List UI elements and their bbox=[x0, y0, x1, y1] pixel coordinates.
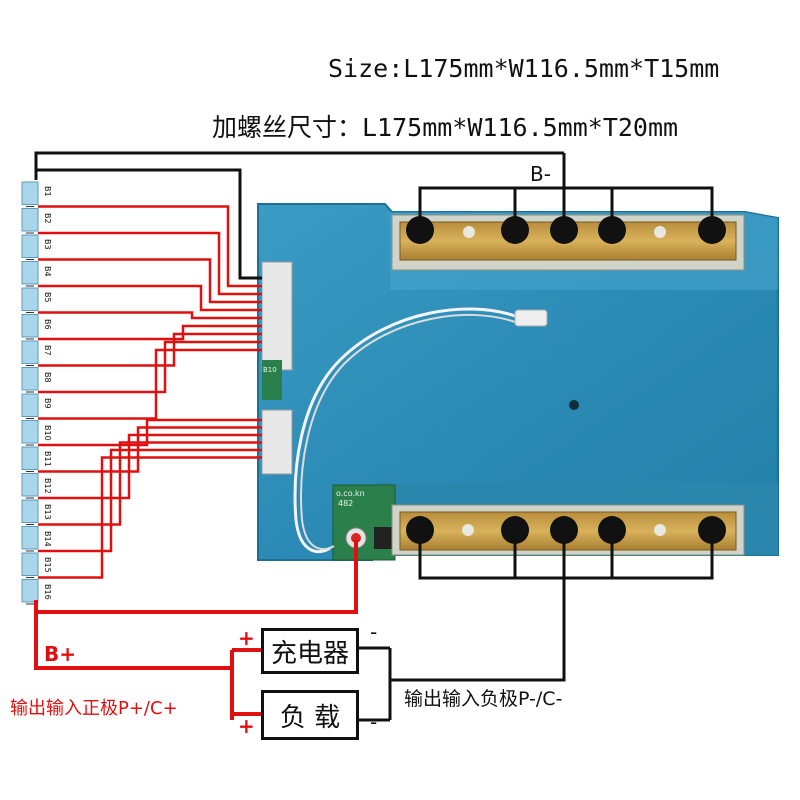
cell-label: B6 bbox=[43, 318, 52, 330]
cell-label: B14 bbox=[43, 530, 52, 547]
balance-wires bbox=[38, 205, 262, 579]
p-minus-wiring bbox=[356, 530, 714, 722]
balance-wire bbox=[38, 433, 262, 500]
size-dimension-text: Size:L175mm*W116.5mm*T15mm bbox=[328, 54, 720, 83]
balance-wire bbox=[38, 205, 262, 288]
battery-cell bbox=[21, 579, 39, 603]
b-minus-label: B- bbox=[530, 162, 551, 186]
load-box: 负 载 bbox=[261, 690, 359, 740]
connector-b10-text: B10 bbox=[263, 366, 277, 374]
cell-label: B10 bbox=[43, 424, 52, 441]
battery-cell bbox=[21, 234, 39, 258]
balance-wire bbox=[38, 258, 262, 304]
thermistor-probe bbox=[514, 309, 548, 327]
battery-cell-stack bbox=[21, 181, 39, 605]
charger-minus-sign: - bbox=[370, 620, 378, 644]
cell-label: B1 bbox=[43, 186, 52, 197]
balance-wire bbox=[38, 441, 262, 526]
positive-io-label: 输出输入正极P+/C+ bbox=[10, 698, 178, 719]
b-plus-label: B+ bbox=[44, 642, 77, 666]
battery-cell bbox=[21, 181, 39, 205]
positive-wiring bbox=[34, 540, 358, 720]
balance-wire bbox=[38, 418, 262, 447]
balance-connector-bottom bbox=[261, 409, 293, 475]
cell-label: B8 bbox=[43, 371, 52, 383]
battery-cell bbox=[21, 261, 39, 285]
balance-wire bbox=[38, 231, 262, 296]
cell-label: B15 bbox=[43, 557, 52, 573]
battery-cell bbox=[21, 473, 39, 497]
cell-label: B16 bbox=[43, 583, 52, 600]
cell-label: B9 bbox=[43, 398, 52, 409]
balance-wire bbox=[38, 448, 262, 553]
battery-cell bbox=[21, 420, 39, 444]
battery-cell bbox=[21, 393, 39, 417]
balance-wire bbox=[38, 311, 262, 320]
screw-dimension-text: 加螺丝尺寸：L175mm*W116.5mm*T20mm bbox=[212, 113, 679, 142]
battery-cell bbox=[21, 552, 39, 576]
cell-label: B3 bbox=[43, 239, 52, 250]
charger-box: 充电器 bbox=[261, 628, 359, 674]
battery-cell bbox=[21, 287, 39, 311]
balance-wire bbox=[38, 348, 262, 420]
cell-label: B5 bbox=[43, 292, 52, 303]
balance-connector-top bbox=[261, 261, 293, 371]
cell-label: B2 bbox=[43, 212, 52, 224]
battery-cell bbox=[21, 208, 39, 232]
negative-io-label: 输出输入负极P-/C- bbox=[404, 688, 563, 710]
load-minus-sign: - bbox=[370, 710, 378, 734]
charger-plus-sign: + bbox=[238, 626, 255, 650]
battery-cell bbox=[21, 367, 39, 391]
balance-wire bbox=[38, 324, 262, 341]
battery-cell bbox=[21, 499, 39, 523]
cell-label: B11 bbox=[43, 451, 52, 467]
load-plus-sign: + bbox=[238, 714, 255, 738]
board-site-text: o.co.kn bbox=[336, 489, 365, 498]
cell-label: B12 bbox=[43, 477, 52, 494]
battery-cell bbox=[21, 314, 39, 338]
balance-wire bbox=[38, 340, 262, 394]
battery-cell bbox=[21, 340, 39, 364]
battery-cell bbox=[21, 446, 39, 470]
board-code-text: 482 bbox=[338, 499, 353, 508]
cell-label: B4 bbox=[43, 265, 52, 277]
balance-wire bbox=[38, 284, 262, 312]
battery-cell bbox=[21, 526, 39, 550]
cell-label: B13 bbox=[43, 504, 52, 520]
cell-label: B7 bbox=[43, 345, 52, 356]
balance-wire bbox=[38, 456, 262, 579]
b-minus-wiring bbox=[34, 151, 714, 280]
